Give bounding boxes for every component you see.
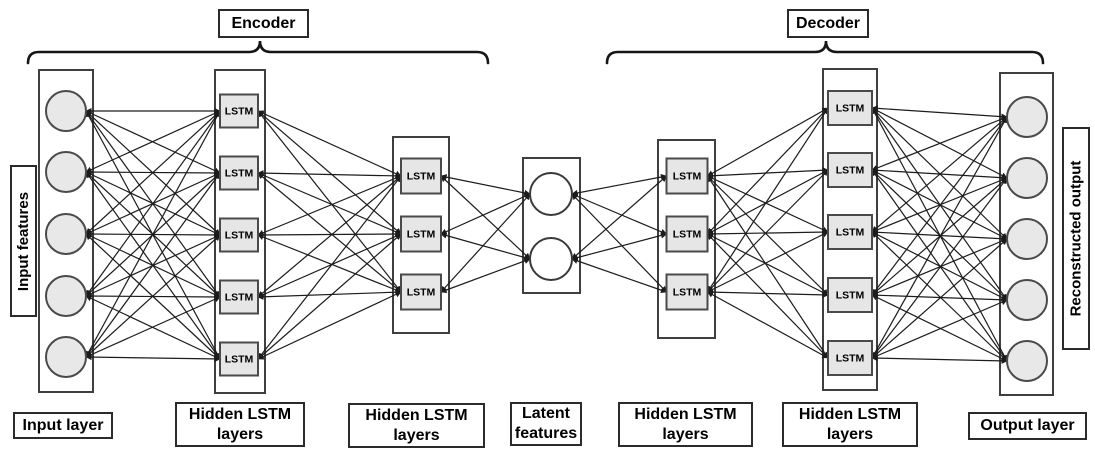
- connection-line: [707, 233, 829, 359]
- lstm-cell-label: LSTM: [407, 287, 436, 299]
- lstm-cell-label: LSTM: [673, 229, 702, 241]
- connection-line: [85, 296, 221, 358]
- connection-line: [706, 175, 829, 359]
- connection-line: [871, 355, 1008, 364]
- connection-line: [871, 231, 1008, 362]
- connection-line: [571, 193, 668, 235]
- connection-line: [257, 172, 402, 293]
- lstm-cell: [827, 277, 873, 313]
- lstm-cell-label: LSTM: [836, 103, 865, 115]
- layer-name-label: Hidden LSTM layers: [175, 402, 305, 447]
- lstm-cell-label: LSTM: [673, 171, 702, 183]
- lstm-cell-label: LSTM: [836, 290, 865, 302]
- connection-line: [706, 231, 829, 293]
- lstm-cell-label: LSTM: [225, 106, 254, 118]
- lstm-cell: [665, 273, 709, 311]
- connection-line: [706, 289, 829, 298]
- lstm-cell-label: LSTM: [225, 168, 254, 180]
- connection-line: [440, 193, 531, 235]
- connection-line: [571, 193, 667, 293]
- encoder-brace: [26, 40, 490, 65]
- lstm-cell: [400, 273, 442, 311]
- input-layer-node: [45, 90, 87, 132]
- encoder-title: Encoder: [218, 9, 309, 38]
- lstm-cell: [827, 214, 873, 250]
- connection-line: [257, 291, 402, 360]
- lstm-cell: [827, 340, 873, 376]
- layer-name-label: Latent features: [510, 402, 582, 446]
- lstm-cell-label: LSTM: [836, 165, 865, 177]
- lstm-cell: [219, 93, 259, 129]
- connection-line: [571, 173, 668, 197]
- connection-line: [257, 169, 402, 180]
- input-layer-node: [45, 336, 87, 378]
- layer-name-label: Input layer: [13, 412, 113, 439]
- connection-line: [871, 116, 1008, 233]
- connection-line: [871, 238, 1008, 359]
- latent-layer-node: [529, 237, 573, 281]
- connection-line: [85, 353, 221, 363]
- lstm-cell: [219, 279, 259, 315]
- connection-line: [706, 169, 829, 235]
- connection-line: [440, 193, 531, 293]
- lstm-cell-label: LSTM: [673, 287, 702, 299]
- connection-line: [871, 231, 1008, 301]
- connection-line: [871, 294, 1008, 362]
- connection-line: [706, 228, 829, 238]
- connection-line: [571, 257, 668, 294]
- connection-line: [571, 232, 668, 261]
- connection-line: [871, 105, 1008, 120]
- connection-line: [706, 107, 829, 177]
- lstm-cell: [219, 341, 259, 377]
- lstm-cell: [219, 217, 259, 253]
- connection-line: [871, 238, 1008, 296]
- output-layer-node: [1006, 279, 1048, 321]
- lstm-cell-label: LSTM: [836, 227, 865, 239]
- input-layer-node: [45, 275, 87, 317]
- lstm-cell-label: LSTM: [407, 229, 436, 241]
- connection-line: [257, 230, 402, 239]
- connection-line: [706, 291, 829, 359]
- decoder-title: Decoder: [787, 9, 869, 38]
- input-layer-node: [45, 151, 87, 193]
- decoder-brace: [605, 40, 1045, 65]
- lstm-cell: [827, 152, 873, 188]
- layer-name-label: Output layer: [968, 412, 1087, 440]
- lstm-cell-label: LSTM: [225, 354, 254, 366]
- output-layer-node: [1006, 340, 1048, 382]
- connection-line: [257, 175, 402, 236]
- connection-line: [257, 110, 402, 177]
- input-features-label: Input features: [10, 165, 37, 317]
- reconstructed-output-text: Reconstructed output: [1067, 160, 1085, 317]
- layer-name-label: Hidden LSTM layers: [348, 403, 485, 448]
- lstm-cell-label: LSTM: [225, 230, 254, 242]
- lstm-cell: [400, 157, 442, 195]
- lstm-cell-label: LSTM: [836, 353, 865, 365]
- layer-name-label: Hidden LSTM layers: [618, 402, 753, 447]
- lstm-cell: [665, 215, 709, 253]
- connection-line: [707, 169, 829, 293]
- output-layer-node: [1006, 157, 1048, 199]
- output-layer-node: [1006, 218, 1048, 260]
- input-layer-node: [45, 213, 87, 255]
- lstm-cell-label: LSTM: [225, 292, 254, 304]
- lstm-cell-label: LSTM: [407, 171, 436, 183]
- connection-line: [707, 175, 829, 296]
- layer-name-label: Hidden LSTM layers: [782, 402, 918, 447]
- lstm-cell: [827, 90, 873, 126]
- lstm-cell: [219, 155, 259, 191]
- reconstructed-output-label: Reconstructed output: [1062, 127, 1090, 350]
- connection-line: [871, 299, 1008, 359]
- connection-line: [440, 174, 531, 196]
- lstm-cell: [400, 215, 442, 253]
- lstm-cell: [665, 157, 709, 195]
- connection-line: [257, 110, 402, 235]
- connection-line: [257, 175, 402, 298]
- output-layer-node: [1006, 96, 1048, 138]
- latent-layer-node: [529, 172, 573, 216]
- input-features-text: Input features: [15, 191, 32, 291]
- connection-line: [440, 258, 531, 293]
